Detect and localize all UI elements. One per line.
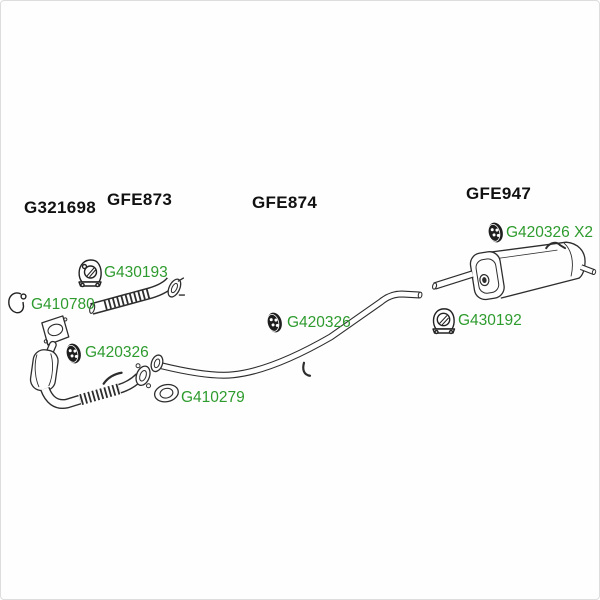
part-link-g420326-left[interactable]: G420326 (85, 344, 149, 361)
part-link-g410780[interactable]: G410780 (31, 296, 95, 313)
center-pipe-drawing (150, 290, 423, 379)
gasket-drawing (153, 383, 179, 403)
front-flex-pipe-drawing (89, 277, 186, 315)
pipe-clamp-icon (8, 292, 27, 314)
rubber-hanger-mount-icon (78, 259, 102, 288)
part-link-g410279[interactable]: G410279 (181, 389, 245, 406)
group-label-gfe874: GFE874 (252, 193, 318, 212)
rubber-grommet-icon (266, 312, 282, 333)
part-link-g420326-x2[interactable]: G420326 X2 (506, 224, 594, 241)
rear-silencer-drawing (431, 241, 597, 301)
rubber-grommet-icon (487, 222, 503, 243)
group-label-g321698: G321698 (24, 198, 97, 217)
part-link-g420326-mid[interactable]: G420326 (287, 314, 351, 331)
group-label-gfe947: GFE947 (466, 184, 532, 203)
part-link-g430192[interactable]: G430192 (458, 312, 522, 329)
catalytic-converter-drawing (29, 315, 151, 409)
part-link-g430193[interactable]: G430193 (104, 264, 168, 281)
rubber-hanger-mount-icon (432, 308, 456, 335)
group-label-gfe873: GFE873 (107, 190, 173, 209)
rubber-grommet-icon (65, 343, 81, 364)
